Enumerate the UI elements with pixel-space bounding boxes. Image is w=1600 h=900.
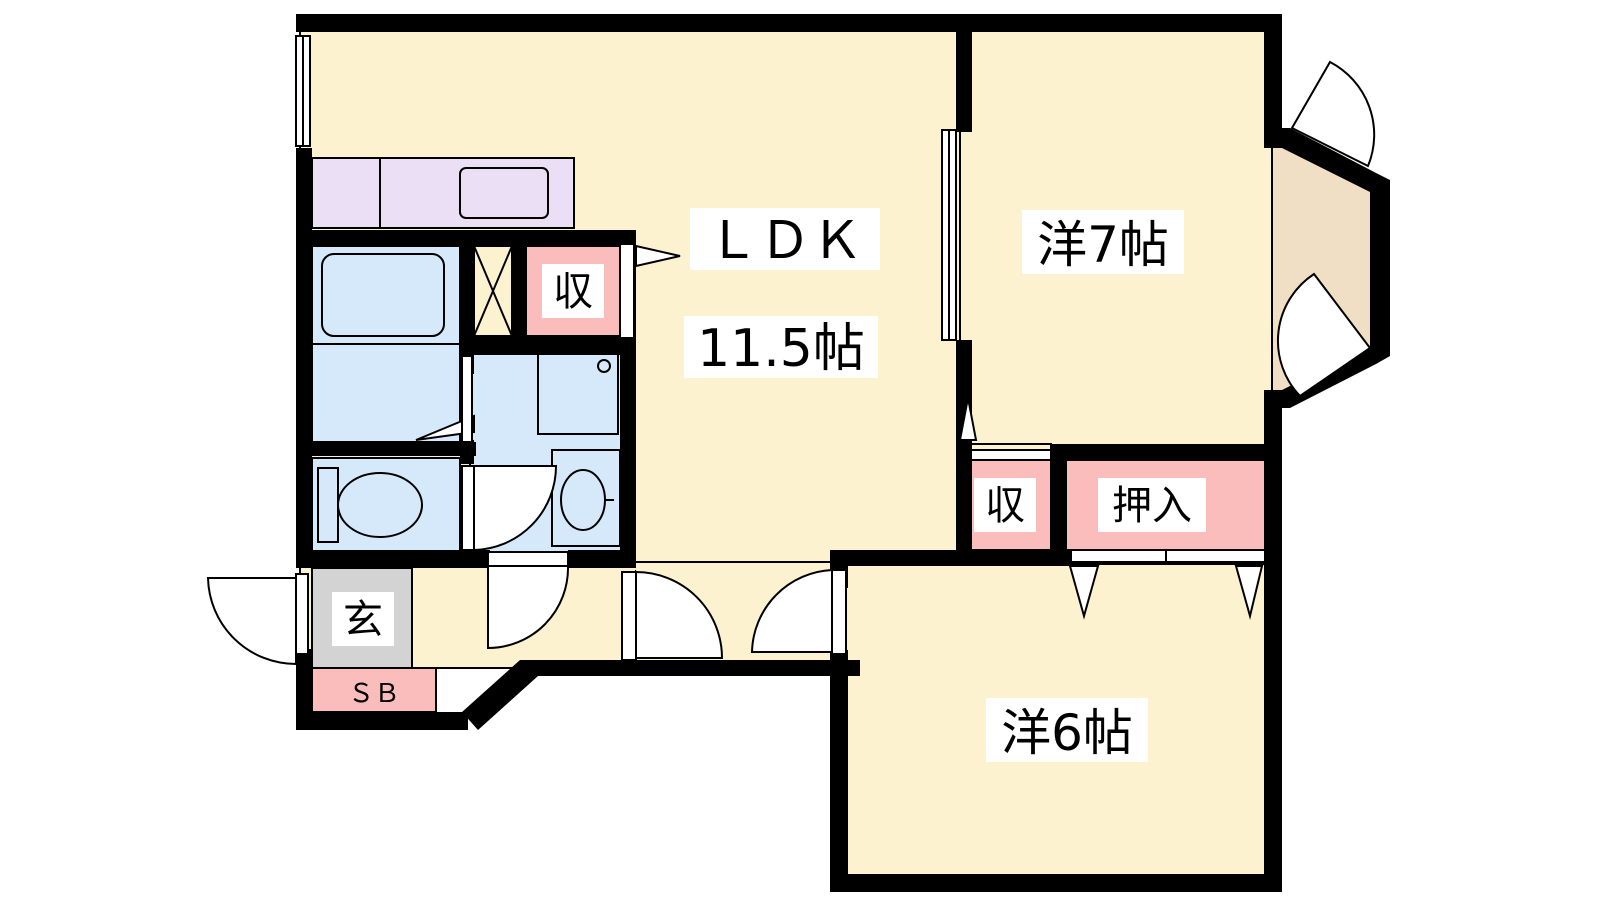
storage-ldk-label: 収 bbox=[553, 269, 593, 315]
shoe-box-label: ＳＢ bbox=[348, 679, 400, 709]
western-7-label: 洋7帖 bbox=[1037, 216, 1169, 274]
bay-door-bottom bbox=[1276, 272, 1372, 398]
entrance-door bbox=[206, 577, 297, 666]
windows bbox=[295, 35, 957, 341]
washroom-door bbox=[487, 565, 570, 650]
shoe-box bbox=[311, 667, 437, 713]
doors bbox=[206, 60, 1376, 666]
western-6-door bbox=[750, 568, 833, 653]
closet-label: 押入 bbox=[1112, 483, 1192, 529]
fixtures bbox=[312, 158, 1266, 565]
bay-door-top bbox=[1290, 60, 1376, 168]
toilet-door bbox=[473, 465, 558, 552]
toilet-floor bbox=[311, 457, 461, 553]
bathtub bbox=[321, 253, 445, 337]
western-6-label: 洋6帖 bbox=[1001, 704, 1133, 762]
ldk-name: ＬＤＫ bbox=[707, 211, 863, 271]
entrance-label: 玄 bbox=[343, 597, 383, 643]
sink bbox=[459, 167, 549, 219]
labels: ＬＤＫ 11.5帖 洋7帖 洋6帖 収 収 押入 玄 ＳＢ bbox=[332, 208, 1206, 762]
ldk-size: 11.5帖 bbox=[697, 319, 865, 379]
storage-7-label: 収 bbox=[985, 483, 1025, 529]
